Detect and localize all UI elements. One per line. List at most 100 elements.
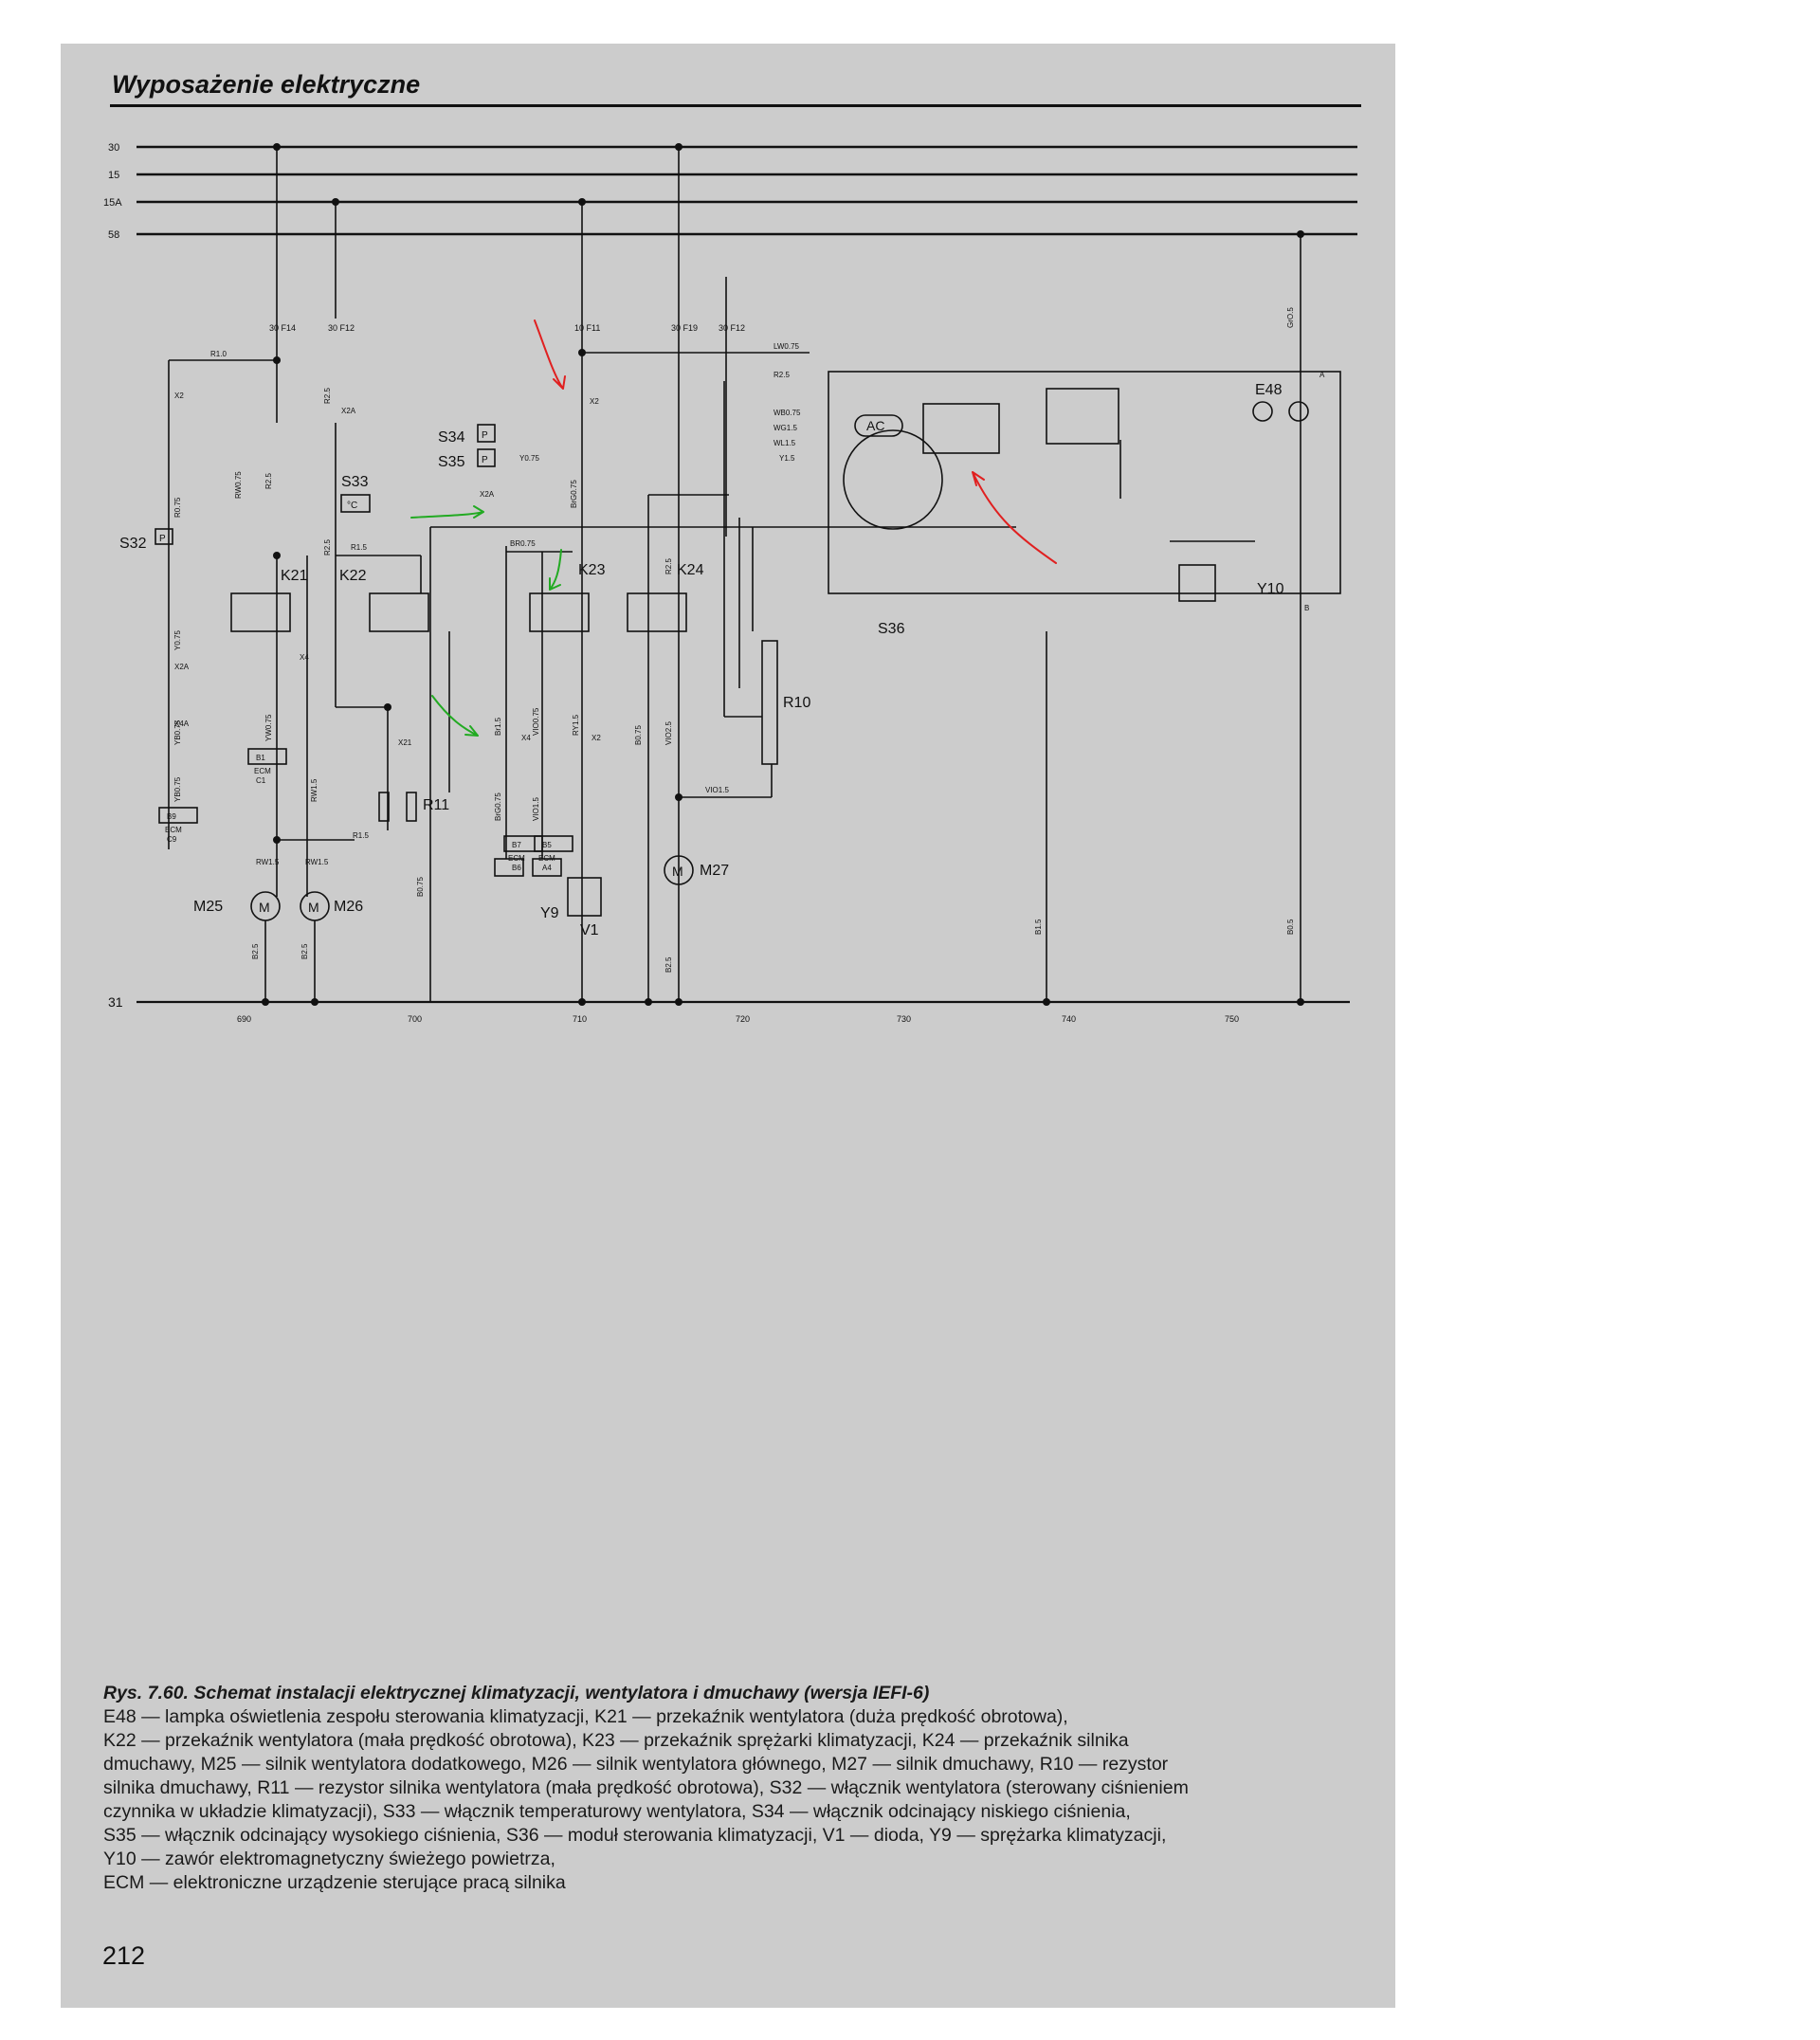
- label-v1: V1: [580, 922, 599, 938]
- fuse-f12a: 30 F12: [328, 323, 355, 333]
- wire-yw075: YW0.75: [264, 714, 273, 741]
- ecm-b7-sub: B6: [512, 864, 521, 872]
- scale-740: 740: [1062, 1014, 1076, 1024]
- label-r11: R11: [423, 797, 449, 813]
- fuse-f11: 10 F11: [574, 323, 600, 333]
- wire-rw15-v: RW1.5: [310, 778, 318, 802]
- rail-label-31: 31: [108, 994, 123, 1010]
- caption-title: Rys. 7.60. Schemat instalacji elektryczn…: [103, 1683, 930, 1703]
- conn-x4-k23: X4: [521, 734, 531, 742]
- wire-r25-k22: R2.5: [323, 539, 332, 556]
- pressure-symbol-s32: P: [159, 534, 166, 544]
- wire-wb075: WB0.75: [774, 409, 801, 417]
- scale-720: 720: [736, 1014, 750, 1024]
- annotation-red-arrow-module: [972, 471, 1057, 564]
- wire-wg15: WG1.5: [774, 424, 797, 432]
- conn-x21: X21: [398, 738, 412, 747]
- conn-x2a-s32: X2A: [174, 663, 190, 671]
- wire-br075: BR0.75: [510, 539, 536, 548]
- pressure-symbol-s34: P: [482, 430, 488, 441]
- wire-b25-m27: B2.5: [664, 956, 673, 973]
- wire-yb075-b: YB0.75: [173, 776, 182, 802]
- wire-vio25: VIO2.5: [664, 721, 673, 745]
- caption-line: silnika dmuchawy, R11 — rezystor silnika…: [103, 1777, 1189, 1798]
- ecm-b9-sub: C9: [167, 835, 177, 844]
- scale-710: 710: [573, 1014, 587, 1024]
- wire-b05: B0.5: [1286, 919, 1295, 935]
- caption-line: ECM — elektroniczne urządzenie sterujące…: [103, 1872, 566, 1893]
- wire-yb075-a: YB0.75: [173, 719, 182, 745]
- label-m27: M27: [700, 863, 729, 879]
- wire-lw075: LW0.75: [774, 342, 800, 351]
- wire-r15-b: R1.5: [353, 831, 369, 840]
- label-s35: S35: [438, 454, 465, 470]
- rail-label-15: 15: [108, 170, 119, 181]
- caption-line: K22 — przekaźnik wentylatora (mała prędk…: [103, 1730, 1129, 1751]
- conn-x2a-mid: X2A: [480, 490, 495, 499]
- ecm-b1-sub: C1: [256, 776, 266, 785]
- temp-switch-symbol: °C: [347, 501, 357, 511]
- page-sheet: Wyposażenie elektryczne: [61, 44, 1395, 2008]
- fuse-f12b: 30 F12: [719, 323, 745, 333]
- caption-line: czynnika w układzie klimatyzacji), S33 —…: [103, 1801, 1131, 1822]
- wire-brg075: BrG0.75: [494, 792, 502, 821]
- label-y9: Y9: [540, 905, 559, 921]
- wire-b075-k24: B0.75: [634, 725, 643, 745]
- conn-x2-k23: X2: [592, 734, 601, 742]
- wire-rw075: RW0.75: [234, 471, 243, 499]
- wire-wl15: WL1.5: [774, 439, 796, 447]
- label-m26: M26: [334, 899, 363, 915]
- wire-y15: Y1.5: [779, 454, 795, 463]
- wire-r25-k24: R2.5: [664, 558, 673, 574]
- caption-line: dmuchawy, M25 — silnik wentylatora dodat…: [103, 1754, 1169, 1775]
- wire-gro5: GrO.5: [1286, 307, 1295, 328]
- scale-730: 730: [897, 1014, 911, 1024]
- ecm-b5-pin: B5: [542, 841, 552, 849]
- conn-x4a: X4A: [174, 719, 190, 728]
- rail-label-58: 58: [108, 229, 119, 241]
- ecm-b7-pin: B7: [512, 841, 521, 849]
- wire-r25-k21: R2.5: [264, 473, 273, 489]
- label-m25: M25: [193, 899, 223, 915]
- ecm-b5-name: ECM: [538, 854, 555, 863]
- page-number: 212: [102, 1941, 146, 1970]
- label-s32: S32: [119, 536, 147, 552]
- wire-brg075-top: BrG0.75: [570, 480, 578, 508]
- motor-m25-symbol: M: [259, 900, 270, 915]
- label-k22: K22: [339, 568, 367, 584]
- wire-vio15-v: VIO1.5: [532, 797, 540, 821]
- rail-label-30: 30: [108, 142, 119, 154]
- caption-body: E48 — lampka oświetlenia zespołu sterowa…: [103, 1705, 1369, 1895]
- fuse-f19: 30 F19: [671, 323, 698, 333]
- wire-b075-k22: B0.75: [416, 877, 425, 897]
- label-k23: K23: [578, 562, 606, 578]
- page-header: Wyposażenie elektryczne: [112, 70, 421, 99]
- motor-m26-symbol: M: [308, 900, 319, 915]
- ecm-b1-pin: B1: [256, 754, 265, 762]
- wire-r075: R0.75: [173, 497, 182, 518]
- conn-x2-s32: X2: [174, 392, 184, 400]
- annotation-green-arrow-x4: [431, 695, 479, 737]
- wire-r10: R1.0: [210, 350, 227, 358]
- wire-b15: B1.5: [1034, 919, 1043, 935]
- label-ac: AC: [866, 418, 884, 433]
- wire-b: B: [1304, 604, 1309, 612]
- label-e48: E48: [1255, 382, 1283, 398]
- scale-700: 700: [408, 1014, 422, 1024]
- annotation-green-arrow-x2a: [410, 505, 484, 519]
- motor-m27-symbol: M: [672, 864, 683, 879]
- label-s36: S36: [878, 621, 905, 637]
- figure-caption: Rys. 7.60. Schemat instalacji elektryczn…: [103, 1682, 1369, 1895]
- scale-690: 690: [237, 1014, 251, 1024]
- wire-rw15-a: RW1.5: [256, 858, 280, 866]
- wire-vio075: VIO0.75: [532, 707, 540, 736]
- header-rule: [110, 104, 1361, 107]
- ecm-b9-pin: B9: [167, 812, 176, 821]
- wire-y075: Y0.75: [519, 454, 539, 463]
- wire-vio15: VIO1.5: [705, 786, 729, 794]
- label-r10: R10: [783, 695, 810, 711]
- wire-b25-m25: B2.5: [251, 943, 260, 959]
- wire-r15: R1.5: [351, 543, 367, 552]
- wire-a: A: [1320, 371, 1325, 379]
- wire-y075-v: Y0.75: [173, 630, 182, 650]
